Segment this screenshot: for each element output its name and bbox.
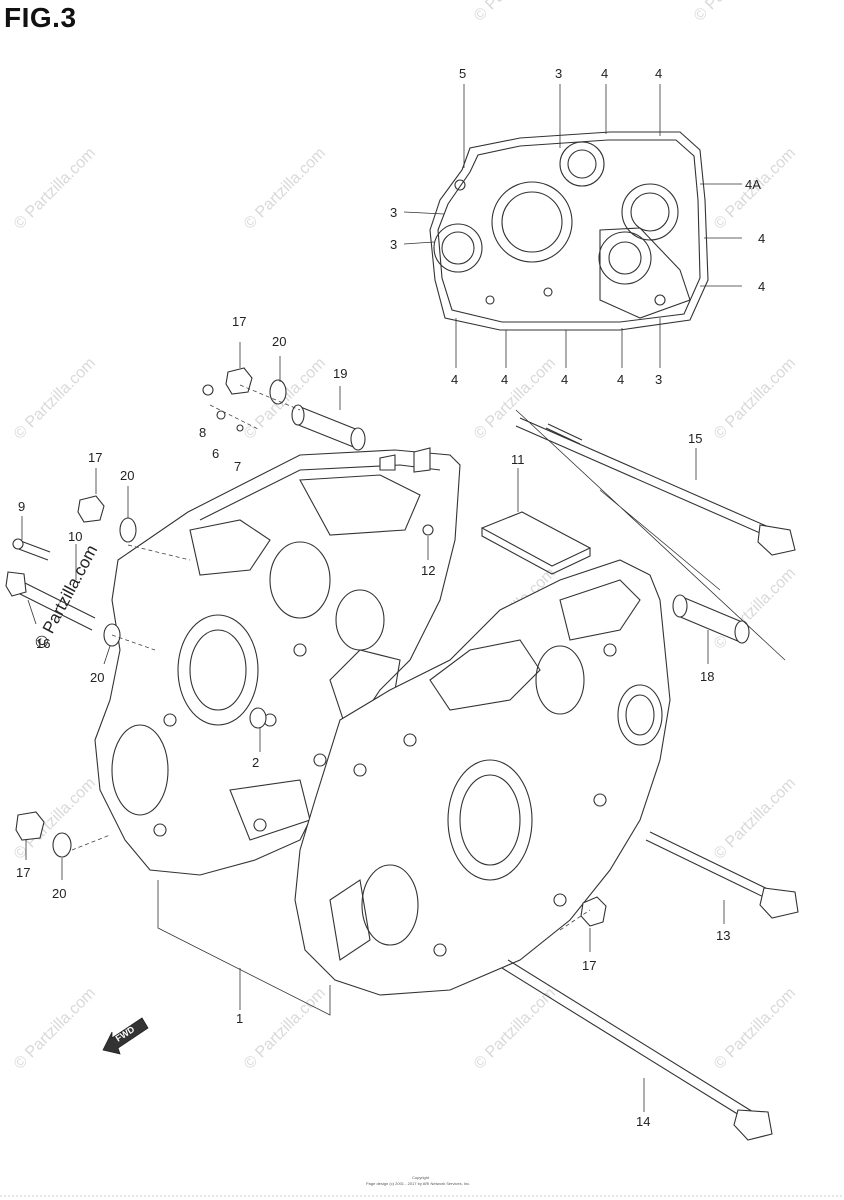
crankcase-right-half	[294, 559, 671, 996]
callout-16: 16	[36, 636, 50, 651]
callout-19: 19	[333, 366, 347, 381]
watermark: © Partzilla.com	[711, 565, 799, 653]
callout-labels: 5 3 4 4 4A 4 4 3 3 4 4 4 4 3 17 20 19 8 …	[16, 66, 765, 1129]
callout-20: 20	[52, 886, 66, 901]
watermark: © Partzilla.com	[691, 0, 779, 25]
watermark: © Partzilla.com	[241, 985, 329, 1073]
callout-3: 3	[390, 237, 397, 252]
bolt-10	[5, 571, 96, 631]
callout-4A: 4A	[745, 177, 761, 192]
callout-4: 4	[758, 279, 765, 294]
callout-4: 4	[601, 66, 608, 81]
callout-10: 10	[68, 529, 82, 544]
callout-17: 17	[582, 958, 596, 973]
callout-4: 4	[655, 66, 662, 81]
bolt-9	[12, 538, 51, 561]
callout-2: 2	[252, 755, 259, 770]
watermark: © Partzilla.com	[711, 355, 799, 443]
dowel-pipe-18	[672, 594, 750, 644]
callout-17: 17	[232, 314, 246, 329]
watermark: © Partzilla.com	[11, 145, 99, 233]
callout-3: 3	[390, 205, 397, 220]
crankcase-gasket	[429, 131, 709, 331]
callout-20: 20	[90, 670, 104, 685]
watermark: © Partzilla.com	[711, 985, 799, 1073]
callout-4: 4	[561, 372, 568, 387]
crankcase-left-half	[94, 447, 461, 876]
callout-3: 3	[655, 372, 662, 387]
watermark: © Partzilla.com	[11, 985, 99, 1073]
watermark: © Partzilla.com	[11, 355, 99, 443]
callout-4: 4	[451, 372, 458, 387]
callout-4: 4	[758, 231, 765, 246]
copyright-line-1: Copyright	[412, 1175, 430, 1180]
leader-lines	[21, 84, 742, 1112]
dowel-pipe-19	[291, 404, 366, 451]
callout-20: 20	[120, 468, 134, 483]
watermark: © Partzilla.com	[471, 0, 559, 25]
callout-1: 1	[236, 1011, 243, 1026]
breather-cover-plate	[480, 511, 592, 575]
callout-14: 14	[636, 1114, 650, 1129]
figure-title: FIG.3	[4, 2, 77, 33]
callout-4: 4	[501, 372, 508, 387]
callout-20: 20	[272, 334, 286, 349]
callout-13: 13	[716, 928, 730, 943]
callout-8: 8	[199, 425, 206, 440]
callout-9: 9	[18, 499, 25, 514]
callout-4: 4	[617, 372, 624, 387]
watermark: © Partzilla.com	[711, 775, 799, 863]
callout-15: 15	[688, 431, 702, 446]
bolt-14	[501, 959, 773, 1141]
callout-7: 7	[234, 459, 241, 474]
callout-17: 17	[16, 865, 30, 880]
callout-17: 17	[88, 450, 102, 465]
forward-arrow-icon: FWD	[102, 1017, 149, 1055]
watermark: © Partzilla.com	[241, 145, 329, 233]
bolt-13	[645, 831, 799, 919]
callout-12: 12	[421, 563, 435, 578]
copyright-line-2: Page design (c) 2001 - 2017 by ARI Netwo…	[366, 1181, 470, 1186]
callout-18: 18	[700, 669, 714, 684]
copyright-footer: Copyright Page design (c) 2001 - 2017 by…	[366, 1175, 470, 1186]
assembly-guide-lines	[71, 384, 786, 931]
nuts-and-washers	[15, 367, 607, 927]
bolt-15	[515, 417, 796, 556]
watermark: © Partzilla.com	[471, 985, 559, 1073]
callout-5: 5	[459, 66, 466, 81]
callout-6: 6	[212, 446, 219, 461]
callout-3: 3	[555, 66, 562, 81]
callout-11: 11	[511, 452, 525, 467]
